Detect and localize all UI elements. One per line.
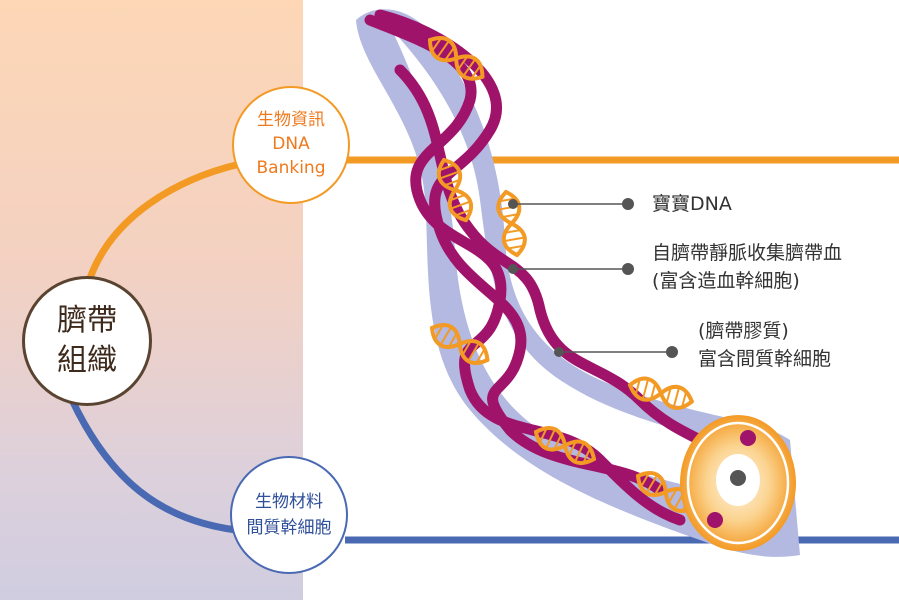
bio-material-line-2: 間質幹細胞 xyxy=(246,518,332,538)
callout-3-line-2: 富含間質幹細胞 xyxy=(698,347,832,370)
callout-dot-1 xyxy=(508,199,518,209)
bio-info-line-3: Banking xyxy=(256,157,326,178)
cord-end-vein xyxy=(730,470,746,486)
hub-label-line-2: 組織 xyxy=(57,343,117,378)
cord-end-rim xyxy=(686,421,790,545)
callout-2-line-2: (富含造血幹細胞) xyxy=(652,269,800,292)
artery-vessel-2 xyxy=(374,9,666,496)
cord-body xyxy=(356,9,800,557)
callout-dot-2-end xyxy=(622,263,634,275)
cord-end-artery-2 xyxy=(707,512,723,528)
bio-info-line-2: DNA xyxy=(272,134,310,155)
orange-connector-curve xyxy=(84,160,241,286)
callout-baby-dna: 寶寶DNA xyxy=(652,191,732,219)
callout-wharton-jelly: (臍帶膠質) 富含間質幹細胞 xyxy=(698,318,831,373)
hub-circle: 臍帶 組織 xyxy=(22,276,152,406)
blue-connector-curve xyxy=(68,398,237,534)
cord-end-artery-1 xyxy=(740,430,756,446)
callout-2-line-1: 自臍帶靜脈收集臍帶血 xyxy=(652,242,843,264)
callout-cord-blood: 自臍帶靜脈收集臍帶血 (富含造血幹細胞) xyxy=(652,240,842,295)
bio-material-line-1: 生物材料 xyxy=(255,491,323,512)
bio-info-line-1: 生物資訊 xyxy=(257,110,325,131)
callout-dot-2 xyxy=(508,264,518,274)
callout-dot-1-end xyxy=(622,198,634,210)
callout-3-line-1: (臍帶膠質) xyxy=(698,320,789,342)
bio-info-circle: 生物資訊 DNA Banking xyxy=(232,86,350,204)
callout-dot-3 xyxy=(554,347,564,357)
callout-dot-3-end xyxy=(666,346,678,358)
hub-label-line-1: 臍帶 xyxy=(57,302,117,338)
bio-material-circle: 生物材料 間質幹細胞 xyxy=(230,456,348,574)
callout-1-line-1: 寶寶DNA xyxy=(652,193,732,215)
